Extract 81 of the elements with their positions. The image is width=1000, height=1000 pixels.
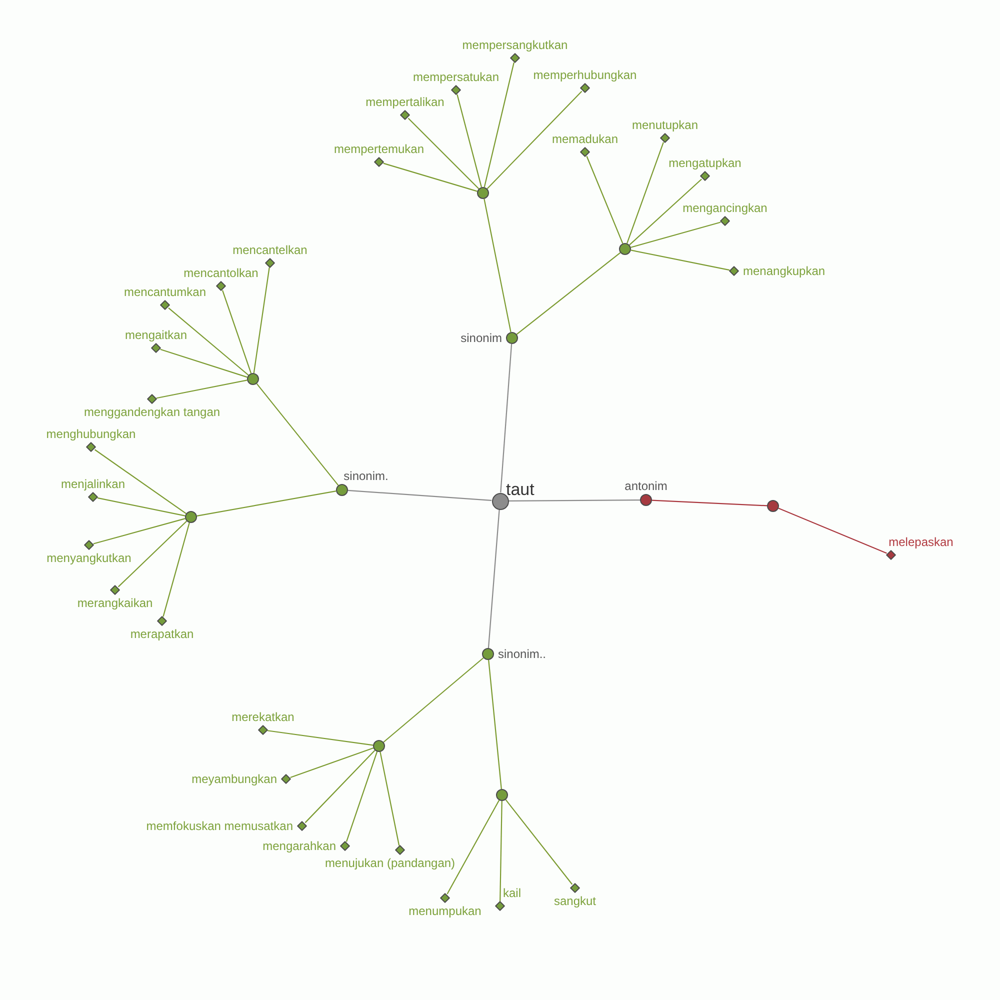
connector-line — [505, 799, 573, 885]
node-label: menangkupkan — [743, 264, 826, 278]
connector-line — [256, 383, 339, 486]
connector-line — [97, 497, 186, 516]
connector-line — [500, 344, 512, 493]
circle-node — [373, 740, 385, 752]
circle-node — [619, 243, 631, 255]
node-label: menyangkutkan — [46, 551, 132, 565]
connector-line — [630, 250, 730, 271]
connector-line — [488, 660, 502, 790]
connector-line — [156, 380, 248, 399]
connector-line — [222, 290, 252, 374]
node-label: sinonim — [460, 331, 502, 345]
node-label: menggandengkan tangan — [84, 405, 220, 419]
circle-node — [767, 500, 779, 512]
connector-line — [383, 657, 484, 743]
connector-line — [380, 752, 400, 846]
node-label: mencantelkan — [232, 243, 308, 257]
connector-line — [486, 90, 582, 190]
node-label: kail — [502, 886, 521, 900]
connector-line — [162, 522, 190, 617]
connector-line — [253, 267, 270, 374]
node-label: mengaitkan — [124, 328, 188, 342]
node-label: mempersangkutkan — [462, 38, 568, 52]
node-label: sinonim. — [344, 469, 388, 483]
node-label: mencantumkan — [124, 285, 206, 299]
connector-line — [508, 500, 640, 502]
node-label: merekatkan — [232, 710, 294, 724]
connector-line — [118, 520, 188, 588]
node-label: menghubungkan — [46, 427, 136, 441]
node-label: menjalinkan — [60, 477, 126, 491]
node-label: sinonim.. — [498, 647, 546, 661]
node-label: antonim — [624, 479, 668, 493]
node-label: menujukan (pandangan) — [324, 856, 456, 870]
connector-line — [383, 162, 478, 192]
node-label: merangkaikan — [77, 596, 153, 610]
connector-line — [348, 490, 492, 501]
circle-node — [477, 187, 489, 199]
connector-line — [408, 118, 480, 190]
connector-line — [196, 490, 336, 516]
connector-line — [93, 518, 186, 544]
node-label: mempertalikan — [366, 95, 444, 109]
connector-line — [500, 801, 502, 902]
node-label: mengatupkan — [668, 156, 742, 170]
connector-line — [586, 156, 624, 244]
connector-line — [168, 308, 249, 376]
connector-line — [626, 142, 664, 244]
node-label: mempersatukan — [412, 70, 500, 84]
node-label: memperhubungkan — [533, 68, 637, 82]
connector-line — [290, 747, 374, 778]
connector-line — [456, 94, 482, 188]
connector-line — [778, 508, 887, 554]
node-label: mengarahkan — [262, 839, 336, 853]
circle-node — [247, 373, 259, 385]
node-label: mempertemukan — [334, 142, 424, 156]
connector-line — [629, 178, 702, 246]
connector-line — [652, 500, 768, 506]
circle-node — [496, 789, 508, 801]
node-label: meyambungkan — [192, 772, 277, 786]
connector-line — [304, 750, 376, 824]
connector-line — [94, 449, 186, 514]
connector-line — [267, 730, 374, 746]
connector-line — [484, 62, 514, 188]
node-label: menutupkan — [632, 118, 698, 132]
connector-line — [484, 198, 512, 332]
connector-line — [160, 348, 248, 378]
node-label: mengancingkan — [682, 201, 768, 215]
node-label: sangkut — [554, 894, 596, 908]
node-label: taut — [506, 480, 534, 498]
node-label: melepaskan — [888, 535, 954, 549]
connector-line — [630, 222, 721, 248]
connector-line — [516, 252, 621, 335]
node-label: memadukan — [552, 132, 618, 146]
node-label: menumpukan — [408, 904, 482, 918]
connector-line — [446, 800, 500, 894]
node-label: mencantolkan — [184, 266, 258, 280]
connector-line — [488, 509, 500, 648]
connector-line — [346, 752, 378, 842]
node-label: merapatkan — [130, 627, 194, 641]
circle-node — [185, 511, 197, 523]
node-label: memfokuskan memusatkan — [146, 819, 293, 833]
